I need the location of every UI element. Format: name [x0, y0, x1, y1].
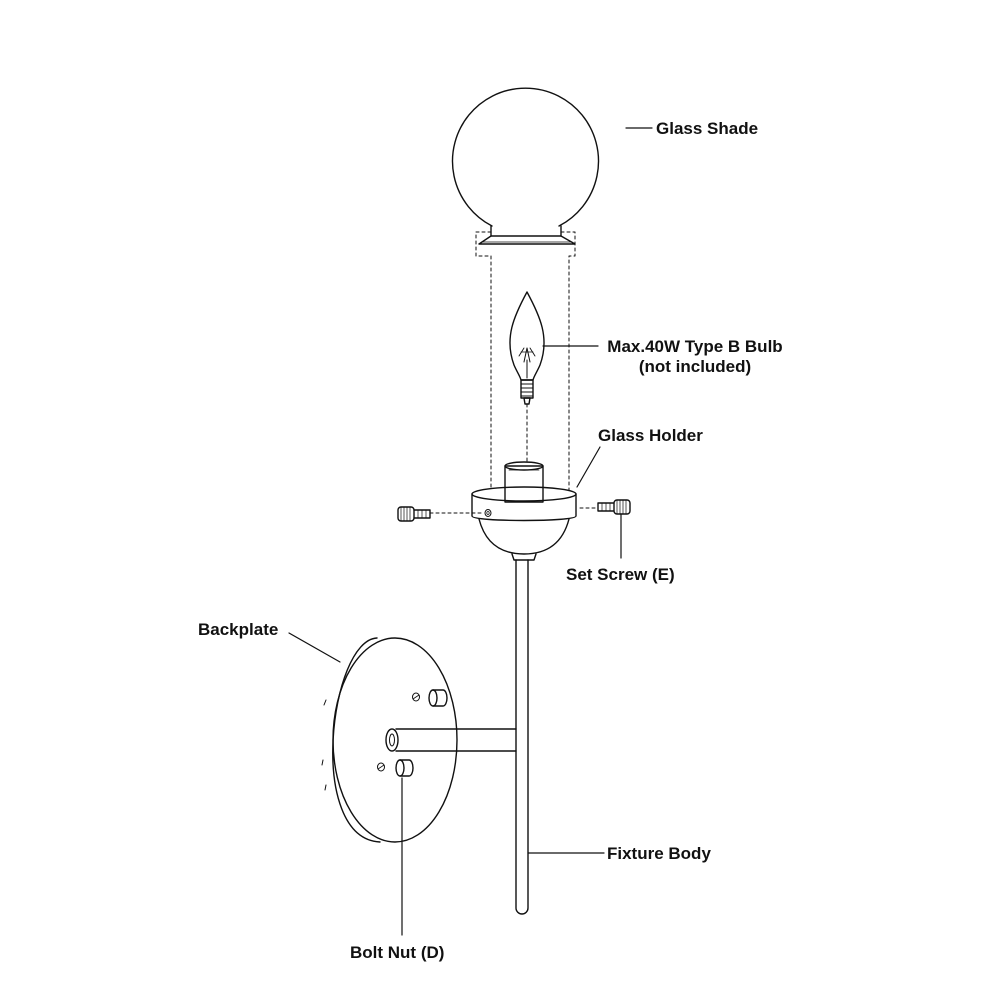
bolt-upper: [412, 689, 448, 707]
label-backplate: Backplate: [198, 620, 279, 639]
backplate: [321, 637, 458, 843]
set-screw-left: [397, 506, 431, 522]
glass-holder: [471, 461, 577, 561]
shade-alignment-guides: [475, 231, 576, 491]
candelabra-bulb: [509, 291, 545, 405]
bolt-nut-lower: [377, 759, 414, 777]
label-glass-holder: Glass Holder: [598, 426, 703, 445]
leader-backplate: [288, 632, 341, 663]
set-screw-right: [597, 499, 631, 515]
leader-lines: [288, 127, 653, 936]
label-bulb: Max.40W Type B Bulb (not included): [600, 337, 790, 377]
label-fixture-body: Fixture Body: [607, 844, 711, 863]
label-bulb-line1: Max.40W Type B Bulb: [607, 337, 783, 356]
leader-glass-holder: [576, 446, 601, 488]
label-set-screw: Set Screw (E): [566, 565, 675, 584]
label-bolt-nut: Bolt Nut (D): [350, 943, 445, 962]
label-bulb-line2: (not included): [638, 357, 752, 376]
label-glass-shade: Glass Shade: [656, 119, 759, 138]
glass-shade: [451, 87, 600, 245]
